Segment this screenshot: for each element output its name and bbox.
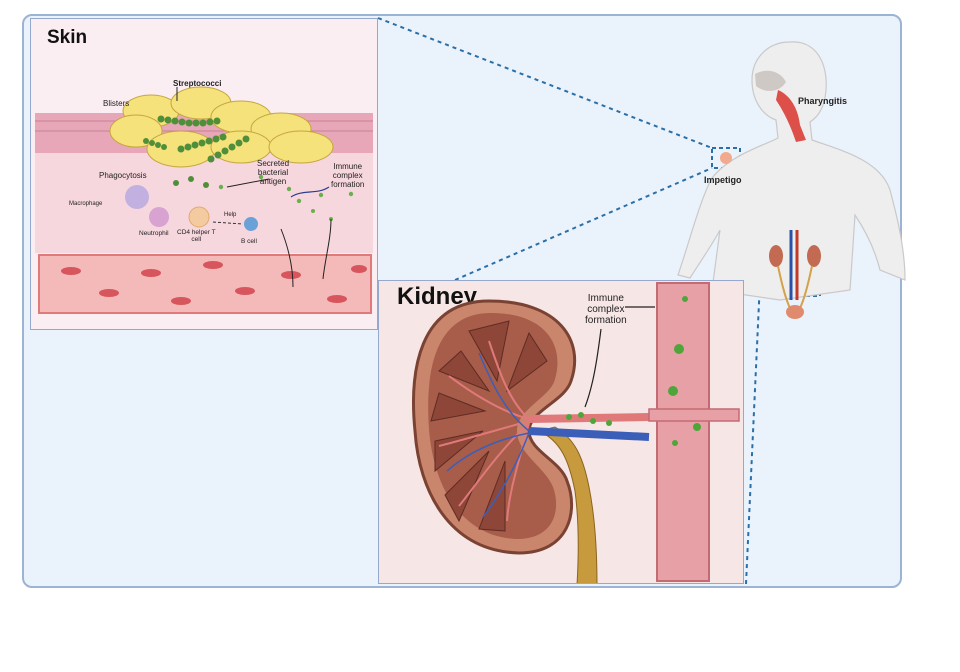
macrophage-label: Macrophage — [69, 201, 103, 207]
kidney-illustration — [412, 282, 740, 583]
skin-illustration — [35, 86, 373, 314]
red-blood-cells — [61, 261, 367, 305]
streptococci-label: Streptococci — [173, 79, 222, 88]
renal-branches — [438, 340, 530, 522]
renal-artery — [528, 413, 650, 423]
neutrophil-label: Neutrophil — [139, 230, 169, 237]
skin-immune-complex-label: Immune complex formation — [331, 162, 365, 189]
help-label: Help — [224, 212, 237, 218]
nasal-cavity — [755, 70, 786, 91]
skin-connector-top — [377, 17, 713, 149]
phagocytosis-label: Phagocytosis — [99, 171, 147, 180]
skin-connector-bottom — [454, 167, 713, 281]
pharyngitis-label: Pharyngitis — [798, 96, 848, 106]
secreted-antigen-label: Secreted bacterial antigen — [257, 159, 290, 186]
renal-vein-branches — [446, 352, 530, 518]
impetigo-label: Impetigo — [704, 175, 742, 185]
immune-complex-strand — [290, 186, 330, 198]
bcell-label: B cell — [241, 238, 257, 245]
kidney-panel: Kidney — [378, 280, 744, 584]
blisters — [109, 86, 334, 168]
neutrophil-cell — [149, 207, 169, 227]
kidney-immune-complex — [566, 412, 612, 426]
skin-panel: Skin — [30, 18, 378, 330]
b-cell — [244, 217, 258, 231]
skin-title: Skin — [47, 27, 88, 48]
immune-complex-arrow — [584, 328, 602, 408]
ureter — [537, 426, 598, 583]
streptococci-chains — [143, 115, 250, 188]
body-silhouette — [677, 41, 906, 301]
renal-vein — [528, 427, 650, 441]
flow-arrows — [176, 87, 332, 288]
impetigo-lesion — [720, 152, 732, 164]
dermis-layer — [35, 153, 373, 253]
kidney-immune-complex-label: Immune complex formation — [585, 293, 627, 326]
vertical-vessel — [656, 282, 710, 582]
cd4-label: CD4 helper T cell — [177, 229, 216, 243]
vessel-branch — [648, 408, 740, 422]
macrophage-cell — [125, 185, 149, 209]
cd4-t-cell — [188, 206, 210, 228]
pharynx-inflammation — [776, 90, 806, 142]
secreted-antigens — [218, 174, 354, 221]
urinary-system — [769, 230, 821, 319]
blisters-label: Blisters — [103, 99, 130, 108]
vessel-antigens — [668, 296, 701, 446]
